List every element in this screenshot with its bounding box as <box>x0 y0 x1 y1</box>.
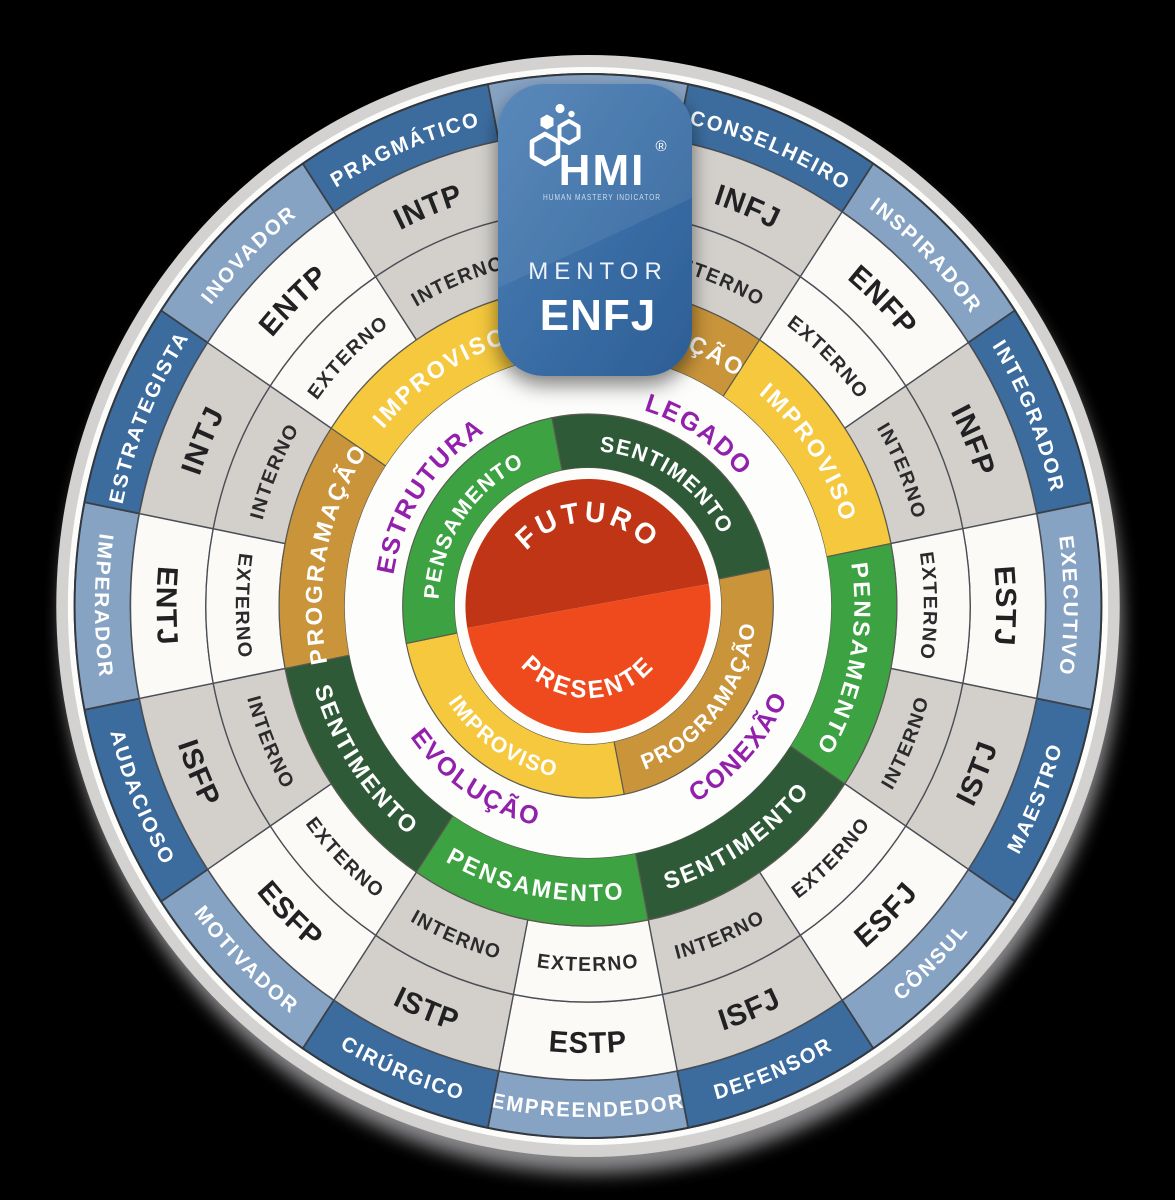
banner-type-label: ENFJ <box>540 291 656 340</box>
present-future-core <box>465 479 711 733</box>
type-label-estj-text: ESTJ <box>988 565 1021 648</box>
role-label-entj-text: IMPERADOR <box>90 532 116 679</box>
role-ring-outline <box>73 73 1103 1139</box>
hmi-logo-icon <box>529 103 581 167</box>
type-label-estp-text: ESTP <box>548 1025 627 1060</box>
present-half <box>467 583 711 733</box>
type-label-entj-text: ENTJ <box>150 565 183 647</box>
registered-mark-icon: ® <box>655 138 666 155</box>
brand-tagline: HUMAN MASTERY INDICATOR <box>543 193 661 202</box>
type-label-estj: ESTJ <box>988 565 1022 648</box>
focus-quadrant-3 <box>402 416 563 645</box>
orientation-label-entj: EXTERNO <box>231 552 256 660</box>
role-label-entj: IMPERADOR <box>90 532 118 679</box>
type-label-entj: ENTJ <box>150 565 184 647</box>
hmi-banner: HMI ® HUMAN MASTERY INDICATOR MENTOR ENF… <box>498 84 692 376</box>
orientation-label-estp: EXTERNO <box>536 950 640 976</box>
brand-name: HMI <box>559 146 646 195</box>
banner-role-label: MENTOR <box>528 258 668 285</box>
orientation-label-estp-text: EXTERNO <box>536 950 639 976</box>
orientation-label-entj-text: EXTERNO <box>231 552 255 660</box>
type-label-estp: ESTP <box>548 1025 628 1060</box>
future-half <box>465 479 709 629</box>
